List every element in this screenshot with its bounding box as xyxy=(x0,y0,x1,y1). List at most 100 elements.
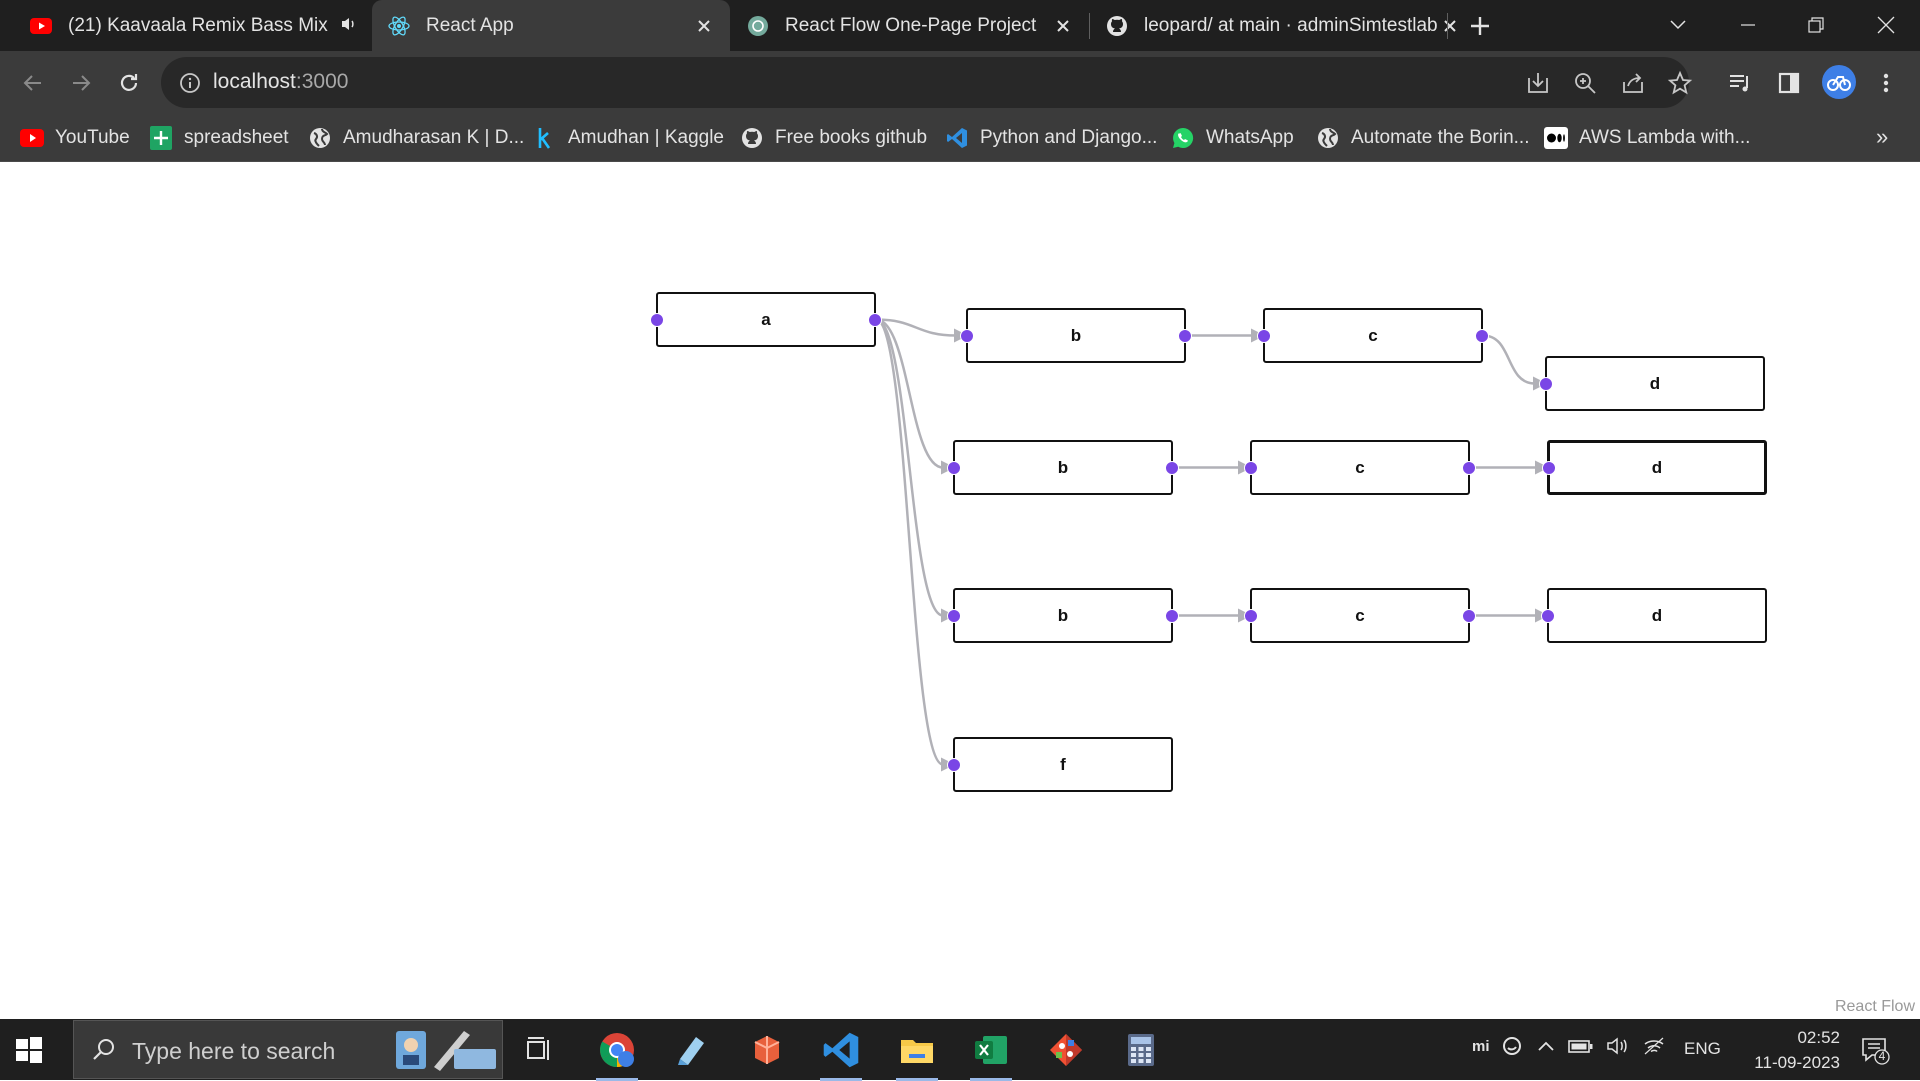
flow-node-b[interactable]: b xyxy=(960,308,1192,363)
profile-avatar[interactable] xyxy=(1822,65,1856,99)
flow-node-b[interactable]: b xyxy=(947,588,1179,643)
side-panel-icon[interactable] xyxy=(1773,67,1805,99)
source-handle[interactable] xyxy=(1462,608,1476,623)
flow-node-c[interactable]: c xyxy=(1244,440,1476,495)
tab-youtube[interactable]: (21) Kaavaala Remix Bass Mix xyxy=(0,0,384,51)
notification-center-icon[interactable]: 4 xyxy=(1860,1035,1890,1065)
close-window-icon[interactable] xyxy=(1866,8,1906,42)
close-tab-icon[interactable] xyxy=(1438,14,1462,38)
file-explorer-icon[interactable] xyxy=(894,1027,940,1081)
bookmark-whatsapp[interactable]: WhatsApp xyxy=(1171,124,1294,152)
media-control-icon[interactable] xyxy=(1724,67,1756,99)
restore-icon[interactable] xyxy=(1796,8,1836,42)
paint3d-icon[interactable] xyxy=(668,1027,714,1073)
back-icon[interactable] xyxy=(17,67,49,99)
forward-icon[interactable] xyxy=(65,67,97,99)
bookmark-kaggle[interactable]: Amudhan | Kaggle xyxy=(533,124,724,152)
target-handle[interactable] xyxy=(947,460,961,475)
excel-icon[interactable] xyxy=(968,1027,1014,1081)
target-handle[interactable] xyxy=(1539,376,1553,391)
source-handle[interactable] xyxy=(1178,328,1192,343)
target-handle[interactable] xyxy=(947,608,961,623)
battery-icon[interactable] xyxy=(1568,1036,1594,1061)
flow-node-d[interactable]: d xyxy=(1541,588,1767,643)
minimize-icon[interactable] xyxy=(1728,8,1768,42)
git-icon[interactable] xyxy=(1043,1027,1089,1073)
clock-time: 02:52 xyxy=(1797,1028,1840,1047)
tab-react-flow-project[interactable]: React Flow One-Page Project xyxy=(731,0,1089,51)
bookmark-spreadsheet[interactable]: spreadsheet xyxy=(149,124,289,152)
source-handle[interactable] xyxy=(1165,608,1179,623)
bookmark-aws-lambda[interactable]: AWS Lambda with... xyxy=(1544,124,1750,152)
mi-tray-icon[interactable]: mi xyxy=(1472,1038,1490,1055)
globe-icon xyxy=(1316,126,1340,150)
volume-icon[interactable] xyxy=(1606,1036,1630,1061)
flow-node-c[interactable]: c xyxy=(1244,588,1476,643)
target-handle[interactable] xyxy=(1244,608,1258,623)
calculator-icon[interactable] xyxy=(1118,1027,1164,1073)
flow-node-d[interactable]: d xyxy=(1539,356,1765,411)
close-tab-icon[interactable] xyxy=(1051,14,1075,38)
flow-node-d[interactable]: d xyxy=(1542,440,1767,495)
flow-edge[interactable] xyxy=(875,318,944,617)
language-indicator[interactable]: ENG xyxy=(1684,1039,1721,1058)
wifi-icon[interactable] xyxy=(1643,1036,1667,1061)
share-icon[interactable] xyxy=(1620,70,1646,96)
bookmark-automate[interactable]: Automate the Borin... xyxy=(1316,124,1530,152)
bookmark-star-icon[interactable] xyxy=(1667,70,1693,96)
menu-kebab-icon[interactable] xyxy=(1870,67,1902,99)
flow-node-f[interactable]: f xyxy=(947,737,1173,792)
new-tab-icon[interactable] xyxy=(1466,12,1494,40)
node-label: c xyxy=(1355,605,1365,625)
windows-start-icon[interactable] xyxy=(14,1035,44,1065)
speaker-icon[interactable] xyxy=(340,15,358,37)
react-flow-attribution[interactable]: React Flow xyxy=(1834,998,1915,1015)
source-handle[interactable] xyxy=(868,312,882,327)
flow-node-b[interactable]: b xyxy=(947,440,1179,495)
tab-search-icon[interactable] xyxy=(1658,8,1698,42)
close-tab-icon[interactable] xyxy=(692,14,716,38)
install-app-icon[interactable] xyxy=(1525,70,1551,96)
system-clock[interactable]: 02:52 11-09-2023 xyxy=(1720,1025,1840,1075)
target-handle[interactable] xyxy=(947,757,961,772)
zoom-icon[interactable] xyxy=(1572,70,1598,96)
tab-title: React App xyxy=(426,14,514,36)
reload-icon[interactable] xyxy=(113,67,145,99)
office-icon[interactable] xyxy=(744,1027,790,1073)
more-bookmarks-icon[interactable]: » xyxy=(1876,124,1889,149)
target-handle[interactable] xyxy=(1257,328,1271,343)
bookmark-free-books[interactable]: Free books github xyxy=(740,124,927,152)
tab-react-app[interactable]: React App xyxy=(372,0,730,51)
source-handle[interactable] xyxy=(1475,328,1489,343)
task-view-icon[interactable] xyxy=(516,1027,562,1073)
tab-title: React Flow One-Page Project xyxy=(785,14,1037,36)
flow-edge[interactable] xyxy=(875,318,957,337)
chrome-icon[interactable] xyxy=(594,1027,640,1081)
flow-edge[interactable] xyxy=(875,318,944,469)
target-handle[interactable] xyxy=(650,312,664,327)
source-handle[interactable] xyxy=(1462,460,1476,475)
site-info-icon[interactable] xyxy=(179,72,201,94)
edge-tray-icon[interactable] xyxy=(1502,1036,1522,1061)
address-bar[interactable]: localhost:3000 xyxy=(161,57,1693,108)
target-handle[interactable] xyxy=(960,328,974,343)
bookmark-youtube[interactable]: YouTube xyxy=(20,124,130,152)
target-handle[interactable] xyxy=(1542,460,1556,475)
taskbar-search-box[interactable]: Type here to search xyxy=(73,1020,503,1079)
flow-edge[interactable] xyxy=(1482,334,1536,385)
flow-edge[interactable] xyxy=(875,318,944,766)
bookmark-label: Automate the Borin... xyxy=(1351,127,1530,148)
github-icon xyxy=(740,126,764,150)
node-label: d xyxy=(1651,605,1663,625)
target-handle[interactable] xyxy=(1541,608,1555,623)
flow-node-c[interactable]: c xyxy=(1257,308,1489,363)
bookmark-amudharasan[interactable]: Amudharasan K | D... xyxy=(308,124,524,152)
show-hidden-icons-icon[interactable] xyxy=(1536,1036,1556,1061)
flow-node-a[interactable]: a xyxy=(650,292,882,347)
vscode-icon[interactable] xyxy=(818,1027,864,1081)
target-handle[interactable] xyxy=(1244,460,1258,475)
bookmark-python-django[interactable]: Python and Django... xyxy=(945,124,1157,152)
source-handle[interactable] xyxy=(1165,460,1179,475)
tab-github-leopard[interactable]: leopard/ at main · adminSimtestlab xyxy=(1090,0,1456,51)
react-flow-canvas[interactable]: a b c d b c d b c xyxy=(0,162,1920,1019)
